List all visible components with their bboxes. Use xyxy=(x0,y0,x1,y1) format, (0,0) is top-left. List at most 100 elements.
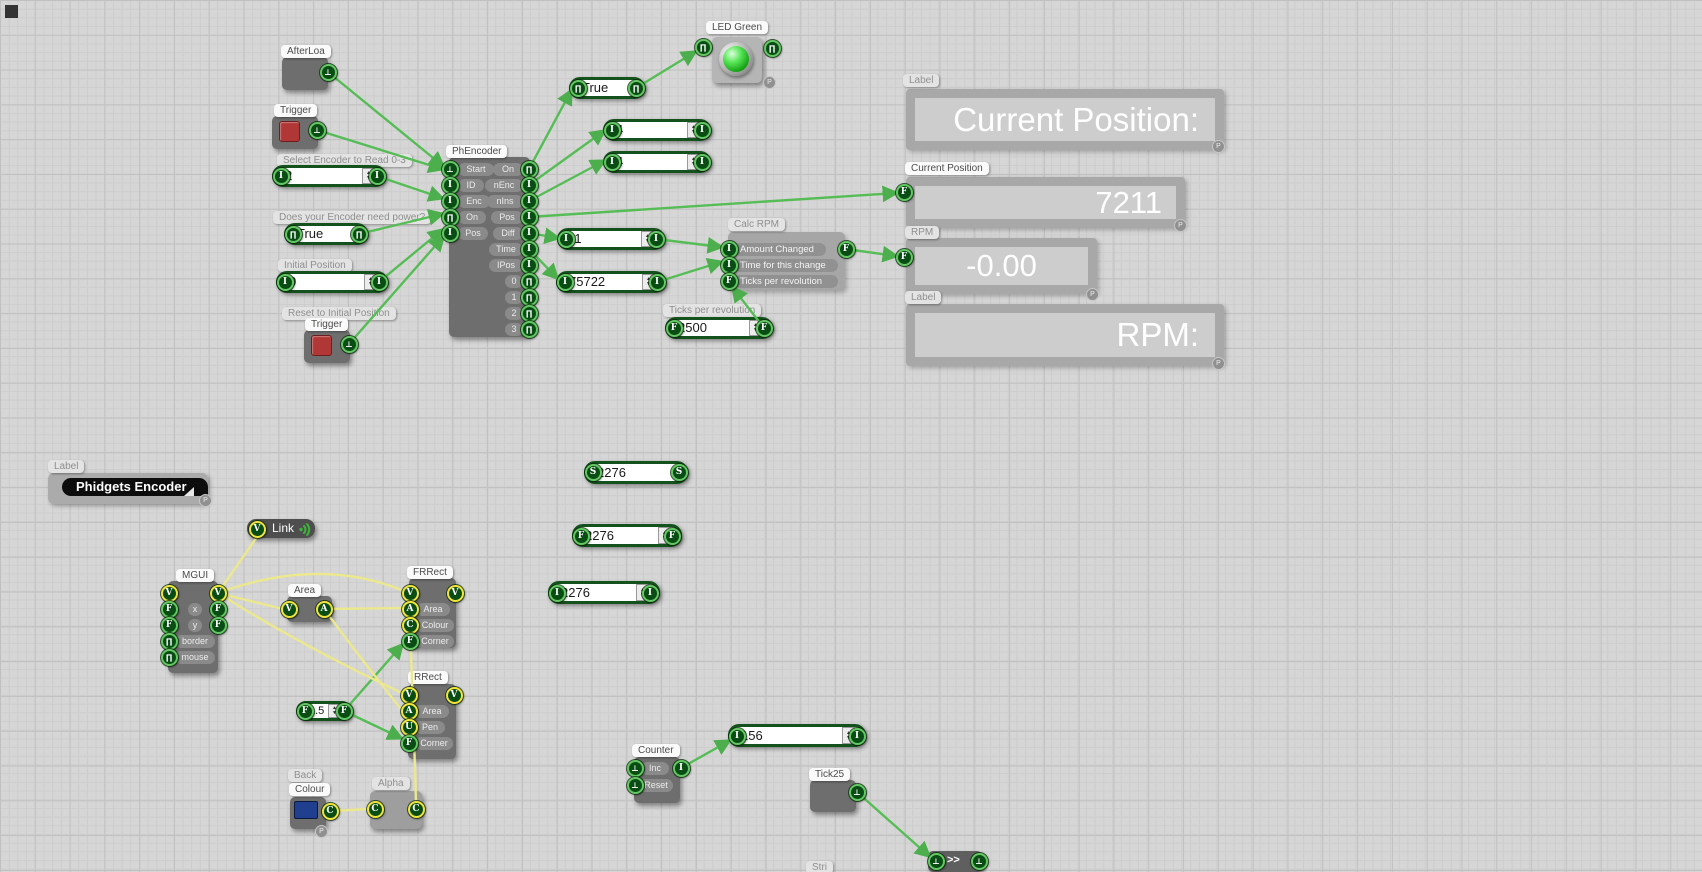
wire-tick25.out-to-shift-chevron.in[interactable] xyxy=(856,791,932,859)
bool-box-true-led-value[interactable]: True xyxy=(582,80,609,95)
phencoder-in-enc-connector[interactable]: I xyxy=(441,192,459,210)
frrect-out-view-connector[interactable]: V xyxy=(446,584,464,602)
wire-phencoder.out-nins-to-int-box-4b.in[interactable] xyxy=(528,159,607,203)
calc-rpm-tab-0[interactable]: Calc RPM xyxy=(728,218,786,231)
bool-box-true-power-value[interactable]: True xyxy=(297,226,324,241)
wire-phencoder.out-pos-to-display-current-position.in[interactable] xyxy=(528,185,900,219)
int-box-75722-value[interactable]: 75722 xyxy=(569,274,606,289)
phencoder-out-on-connector[interactable]: ∏ xyxy=(520,160,538,178)
wire-mgui.out-view-to-area.in[interactable] xyxy=(217,591,284,611)
trigger-1-tab-0[interactable]: Trigger xyxy=(274,104,318,117)
mgui-in-x-connector[interactable]: F xyxy=(160,600,178,618)
label-phidgets-encoder-tab-0[interactable]: Label xyxy=(48,460,85,473)
back-colour-out-connector[interactable]: C xyxy=(321,802,339,820)
int-box-4b-in-connector[interactable]: I xyxy=(603,153,621,171)
int-box-4a-in-connector[interactable]: I xyxy=(603,121,621,139)
phencoder-in-id-connector[interactable]: I xyxy=(441,176,459,194)
shift-chevron-in-connector[interactable]: ⊥ xyxy=(927,852,945,870)
phencoder-out-nins-connector[interactable]: I xyxy=(520,192,538,210)
float-box-2500-in-connector[interactable]: F xyxy=(665,319,683,337)
int-box-156-in-connector[interactable]: I xyxy=(728,727,746,745)
int-box-156-out-connector[interactable]: I xyxy=(848,727,866,745)
calc-rpm-in-time-connector[interactable]: I xyxy=(720,256,738,274)
phencoder-out-1-connector[interactable]: ∏ xyxy=(520,288,538,306)
mgui-in-mouse-connector[interactable]: ∏ xyxy=(160,648,178,666)
label-rpm-display[interactable]: RPM: xyxy=(906,304,1224,366)
wire-phencoder.out-nenc-to-int-box-4a.in[interactable] xyxy=(528,129,607,186)
counter-tab-0[interactable]: Counter xyxy=(632,744,680,757)
mgui-tab-0[interactable]: MGUI xyxy=(176,569,215,582)
phencoder-in-pos-connector[interactable]: I xyxy=(441,224,459,242)
bool-box-true-led-in-connector[interactable]: ∏ xyxy=(569,79,587,97)
int-box-2276-in-connector[interactable]: I xyxy=(548,584,566,602)
wire-trigger-1.out-to-phencoder.start[interactable] xyxy=(316,128,446,174)
float-box-1p5-out-connector[interactable]: F xyxy=(335,702,353,720)
int-box-2276-out-connector[interactable]: I xyxy=(641,584,659,602)
trigger-2-out-connector[interactable]: ⊥ xyxy=(340,335,358,353)
rrect-in-pen-connector[interactable]: U xyxy=(400,718,418,736)
mgui-out-y-connector[interactable]: F xyxy=(209,616,227,634)
counter-in-reset-connector[interactable]: ⊥ xyxy=(626,776,644,794)
phencoder-out-diff-connector[interactable]: I xyxy=(520,224,538,242)
phencoder-out-pos-connector[interactable]: I xyxy=(520,208,538,226)
wire-trigger-2.out-to-phencoder.pos[interactable] xyxy=(348,234,446,345)
tick25-body[interactable] xyxy=(810,780,856,812)
led-green-out-connector[interactable]: ∏ xyxy=(763,39,781,57)
int-box-2-out-connector[interactable]: I xyxy=(368,167,386,185)
phencoder-tab-0[interactable]: PhEncoder xyxy=(446,145,508,158)
phencoder-out-3-connector[interactable]: ∏ xyxy=(520,320,538,338)
phencoder-out-nenc-connector[interactable]: I xyxy=(520,176,538,194)
label-rpm-tab-0[interactable]: Label xyxy=(905,291,942,304)
led-green-tab-0[interactable]: LED Green xyxy=(706,21,769,34)
wire-mgui.out-view-to-rrect.view[interactable] xyxy=(217,591,403,695)
area-in-connector[interactable]: V xyxy=(280,600,298,618)
rrect-in-view-connector[interactable]: V xyxy=(400,686,418,704)
display-rpm-display[interactable]: -0.00 xyxy=(906,238,1097,294)
counter-out-connector[interactable]: I xyxy=(672,759,690,777)
alpha-out-connector[interactable]: C xyxy=(407,800,425,818)
float-box-2500-out-connector[interactable]: F xyxy=(755,319,773,337)
mgui-out-view-connector[interactable]: V xyxy=(209,584,227,602)
display-current-position-in-connector[interactable]: F xyxy=(895,183,913,201)
link-in-connector[interactable]: V xyxy=(248,520,266,538)
frrect-in-colour-connector[interactable]: C xyxy=(401,616,419,634)
wire-bool-box-true-power.out-to-phencoder.on[interactable] xyxy=(358,208,446,236)
hint-ticks-per-rev-tab-0[interactable]: Ticks per revolution xyxy=(663,304,762,317)
int-box-neg1-value[interactable]: -1 xyxy=(570,231,582,246)
int-box-0-in-connector[interactable]: I xyxy=(276,273,294,291)
phencoder-out-ipos-connector[interactable]: I xyxy=(520,256,538,274)
afterloa-tab-0[interactable]: AfterLoa xyxy=(281,45,331,58)
trigger-1-button[interactable] xyxy=(279,121,300,142)
int-box-neg1-in-connector[interactable]: I xyxy=(557,230,575,248)
bool-box-true-power-out-connector[interactable]: ∏ xyxy=(350,225,368,243)
int-box-2-in-connector[interactable]: I xyxy=(272,167,290,185)
trigger-2-button[interactable] xyxy=(311,335,332,356)
mgui-in-border-connector[interactable]: ∏ xyxy=(160,632,178,650)
float-box-1p5-in-connector[interactable]: F xyxy=(296,702,314,720)
calc-rpm-in-ticks-connector[interactable]: F xyxy=(720,272,738,290)
tick25-out-connector[interactable]: ⊥ xyxy=(848,783,866,801)
string-box-2276-in-connector[interactable]: S xyxy=(584,463,602,481)
display-rpm-tab-0[interactable]: RPM xyxy=(905,226,940,239)
wire-int-box-2.out-to-phencoder.enc[interactable] xyxy=(376,174,446,202)
string-box-2276-out-connector[interactable]: S xyxy=(670,463,688,481)
back-colour-tab-1[interactable]: Colour xyxy=(289,783,331,796)
display-current-position-tab-0[interactable]: Current Position xyxy=(905,162,989,175)
wire-bool-box-true-led.out-to-led-green.in[interactable] xyxy=(635,50,698,90)
hint-need-power-tab-0[interactable]: Does your Encoder need power? xyxy=(273,211,432,224)
string-box-2276-value[interactable]: 2276 xyxy=(597,464,626,480)
float-box-2276-out-connector[interactable]: F xyxy=(663,527,681,545)
mgui-in-y-connector[interactable]: F xyxy=(160,616,178,634)
frrect-in-area-connector[interactable]: A xyxy=(401,600,419,618)
rrect-tab-0[interactable]: RRect xyxy=(408,671,448,684)
int-box-neg1-out-connector[interactable]: I xyxy=(647,230,665,248)
display-current-position-display[interactable]: 7211 xyxy=(906,177,1185,228)
phencoder-in-on-connector[interactable]: ∏ xyxy=(441,208,459,226)
wire-area.out-to-frrect.area[interactable] xyxy=(323,606,405,611)
rrect-out-view-connector[interactable]: V xyxy=(445,686,463,704)
mgui-out-x-connector[interactable]: F xyxy=(209,600,227,618)
frrect-in-corner-connector[interactable]: F xyxy=(401,632,419,650)
label-current-position-display[interactable]: Current Position: xyxy=(906,89,1224,150)
bool-box-true-led-out-connector[interactable]: ∏ xyxy=(627,79,645,97)
display-rpm-in-connector[interactable]: F xyxy=(895,248,913,266)
